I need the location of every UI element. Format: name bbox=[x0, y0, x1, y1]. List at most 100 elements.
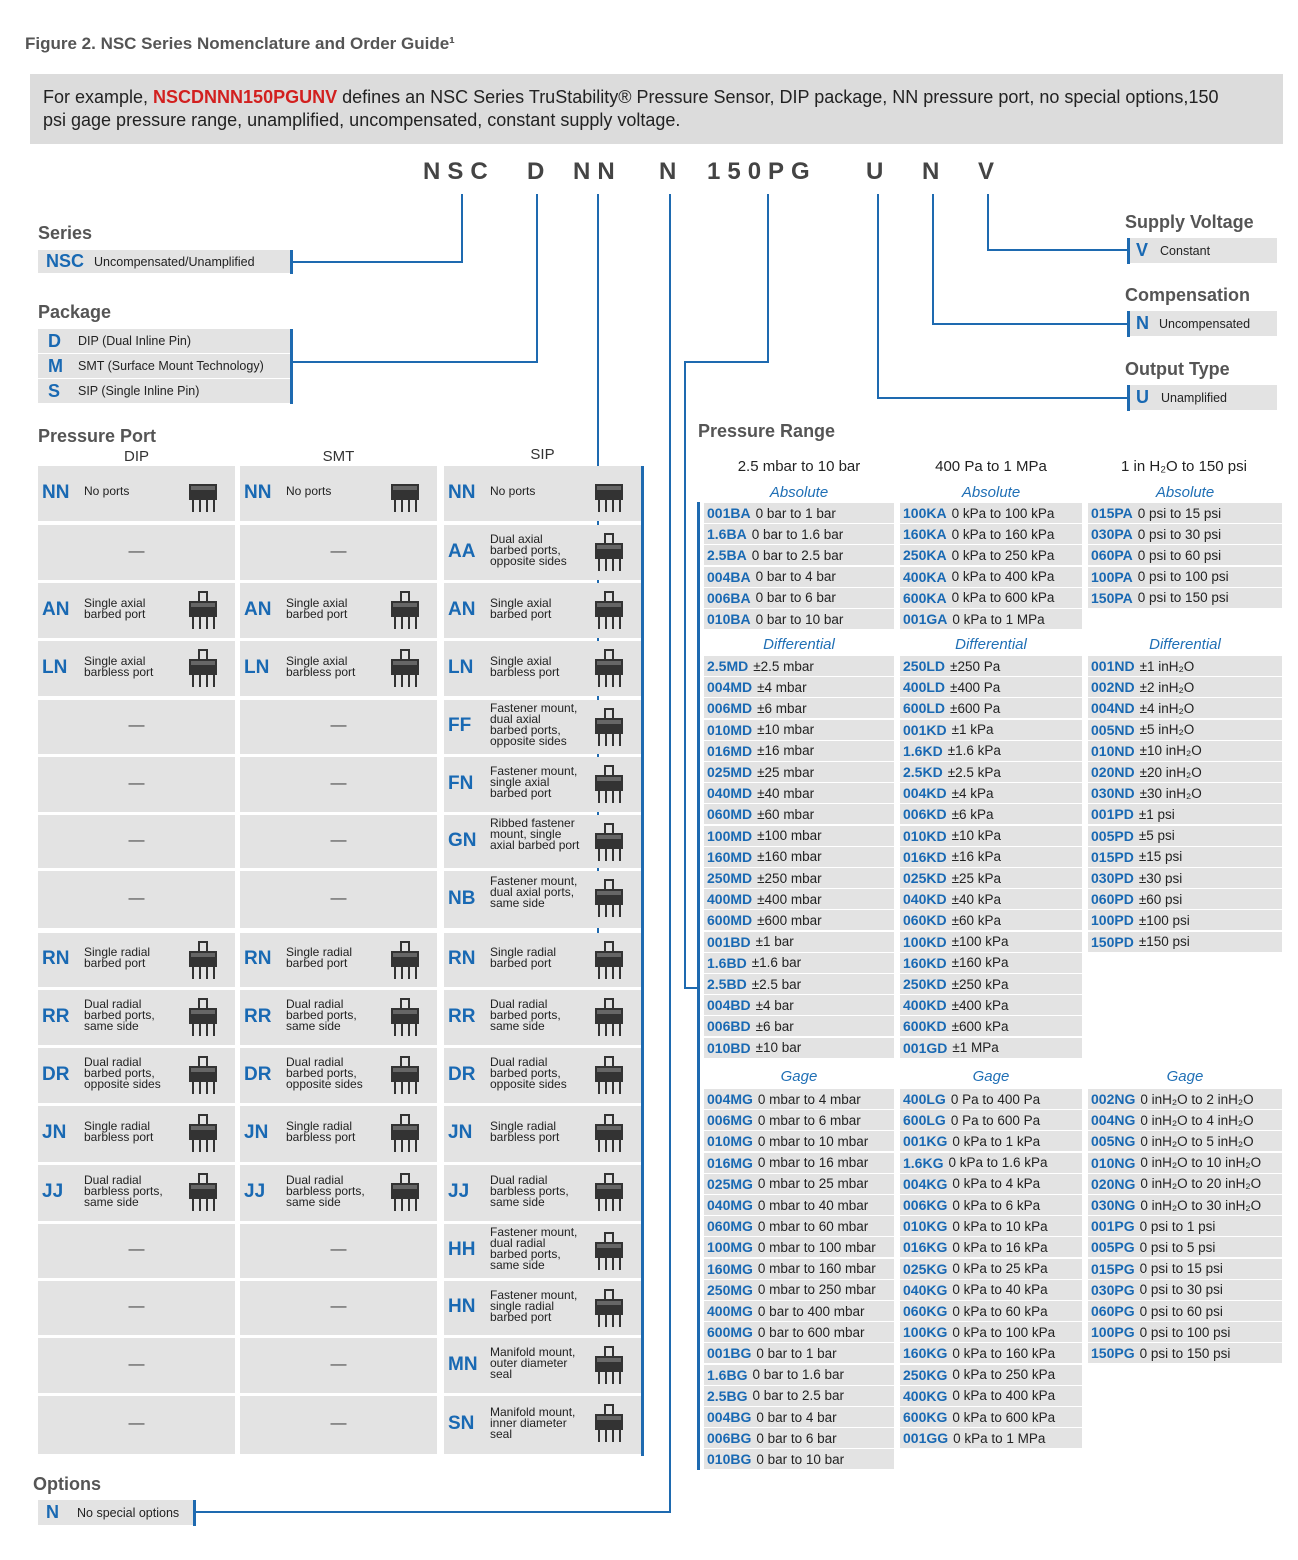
range-row: 005ND±5 inH₂O bbox=[1088, 719, 1282, 741]
range-code: 001PD bbox=[1091, 806, 1134, 823]
range-code: 2.5MD bbox=[707, 658, 749, 674]
range-value: 0 kPa to 1.6 kPa bbox=[948, 1155, 1048, 1171]
range-row: 001KD±1 kPa bbox=[900, 719, 1082, 741]
range-code: 010BD bbox=[707, 1039, 751, 1056]
range-row: 600LD±600 Pa bbox=[900, 698, 1082, 720]
range-code: 010BG bbox=[707, 1451, 752, 1468]
port-desc: No ports bbox=[84, 484, 130, 498]
range-row: 001ND±1 inH₂O bbox=[1088, 656, 1282, 677]
port-unavailable: — bbox=[330, 1415, 347, 1432]
range-value: ±4 kPa bbox=[951, 785, 994, 801]
range-value: ±600 kPa bbox=[951, 1018, 1009, 1034]
range-value: 0 bar to 4 bar bbox=[756, 1409, 837, 1425]
example-banner: For example, NSCDNNN150PGUNV defines an … bbox=[30, 74, 1283, 144]
port-desc: Fastener mount, dual axial barbed ports,… bbox=[490, 701, 578, 748]
sensor-package-icon bbox=[595, 1173, 623, 1211]
range-row: 250LD±250 Pa bbox=[900, 656, 1082, 677]
range-code: 006KD bbox=[903, 806, 947, 823]
options-heading: Options bbox=[33, 1474, 101, 1494]
port-desc: Single axial barbless port bbox=[84, 653, 154, 679]
range-code: 1.6BD bbox=[707, 954, 747, 971]
range-code: 006BG bbox=[707, 1430, 752, 1447]
range-value: 0 inH₂O to 5 inH₂O bbox=[1140, 1133, 1254, 1149]
range-value: 0 mbar to 25 mbar bbox=[757, 1176, 869, 1192]
sensor-package-icon bbox=[595, 998, 623, 1036]
range-code: 600MG bbox=[707, 1324, 753, 1341]
pn-series: NSC bbox=[423, 158, 495, 185]
range-value: ±160 kPa bbox=[951, 955, 1009, 971]
range-code: 006MD bbox=[707, 700, 753, 717]
range-code: 160MD bbox=[707, 848, 753, 865]
range-value: 0 bar to 600 mbar bbox=[757, 1324, 865, 1340]
range-value: 0 kPa to 160 kPa bbox=[952, 1345, 1056, 1361]
range-value: ±25 mbar bbox=[757, 764, 815, 780]
range-value: 0 mbar to 16 mbar bbox=[757, 1155, 869, 1171]
range-value: ±10 bar bbox=[755, 1040, 802, 1056]
range-value: ±10 inH₂O bbox=[1139, 743, 1202, 759]
range-code: 250KD bbox=[903, 976, 947, 992]
port-desc: Dual radial barbed ports, opposite sides bbox=[286, 1055, 363, 1091]
options-bar bbox=[193, 1500, 196, 1526]
range-code: 005ND bbox=[1091, 721, 1135, 738]
port-unavailable: — bbox=[330, 774, 347, 792]
port-desc: Single radial barbed port bbox=[490, 945, 557, 970]
range-code: 005PD bbox=[1091, 827, 1134, 844]
range-code: 004MG bbox=[707, 1091, 753, 1107]
port-code: LN bbox=[448, 656, 474, 678]
sensor-package-icon bbox=[595, 591, 623, 629]
port-desc: No ports bbox=[490, 484, 536, 498]
range-code: 040KD bbox=[903, 891, 947, 908]
range-row: 1.6BD±1.6 bar bbox=[704, 952, 894, 974]
range-code: 400KG bbox=[903, 1387, 948, 1404]
range-code: 250LD bbox=[903, 658, 946, 674]
range-code: 100PG bbox=[1091, 1324, 1135, 1341]
range-value: 0 inH₂O to 10 inH₂O bbox=[1140, 1155, 1262, 1171]
range-row: 040KD±40 kPa bbox=[900, 889, 1082, 911]
port-cell: — bbox=[38, 1281, 235, 1335]
range-value: 0 kPa to 1 kPa bbox=[952, 1133, 1041, 1149]
range-value: ±250 Pa bbox=[950, 658, 1001, 674]
series-desc: Uncompensated/Unamplified bbox=[94, 254, 255, 269]
range-value: ±100 kPa bbox=[951, 934, 1009, 950]
range-value: ±150 psi bbox=[1138, 934, 1190, 950]
range-value: ±4 inH₂O bbox=[1139, 700, 1195, 716]
range-code: 400MG bbox=[707, 1303, 753, 1319]
range-value: 0 bar to 1 bar bbox=[756, 1345, 837, 1361]
range-code: 001PG bbox=[1091, 1218, 1135, 1235]
port-desc: Dual radial barbless ports, same side bbox=[286, 1172, 365, 1209]
port-code: RN bbox=[42, 948, 70, 969]
port-cell: — bbox=[240, 815, 437, 868]
range-value: 0 mbar to 40 mbar bbox=[757, 1197, 869, 1213]
range-code: 006MG bbox=[707, 1112, 753, 1129]
range-code: 005NG bbox=[1091, 1133, 1136, 1150]
port-cell: — bbox=[240, 757, 437, 812]
range-code: 100MG bbox=[707, 1239, 753, 1256]
port-unavailable: — bbox=[128, 1241, 145, 1258]
range-code: 001GG bbox=[903, 1430, 949, 1447]
port-cell: — bbox=[240, 1224, 437, 1278]
range-col-1: 2.5 mbar to 10 bar bbox=[737, 458, 861, 475]
range-code: 025KG bbox=[903, 1260, 948, 1277]
